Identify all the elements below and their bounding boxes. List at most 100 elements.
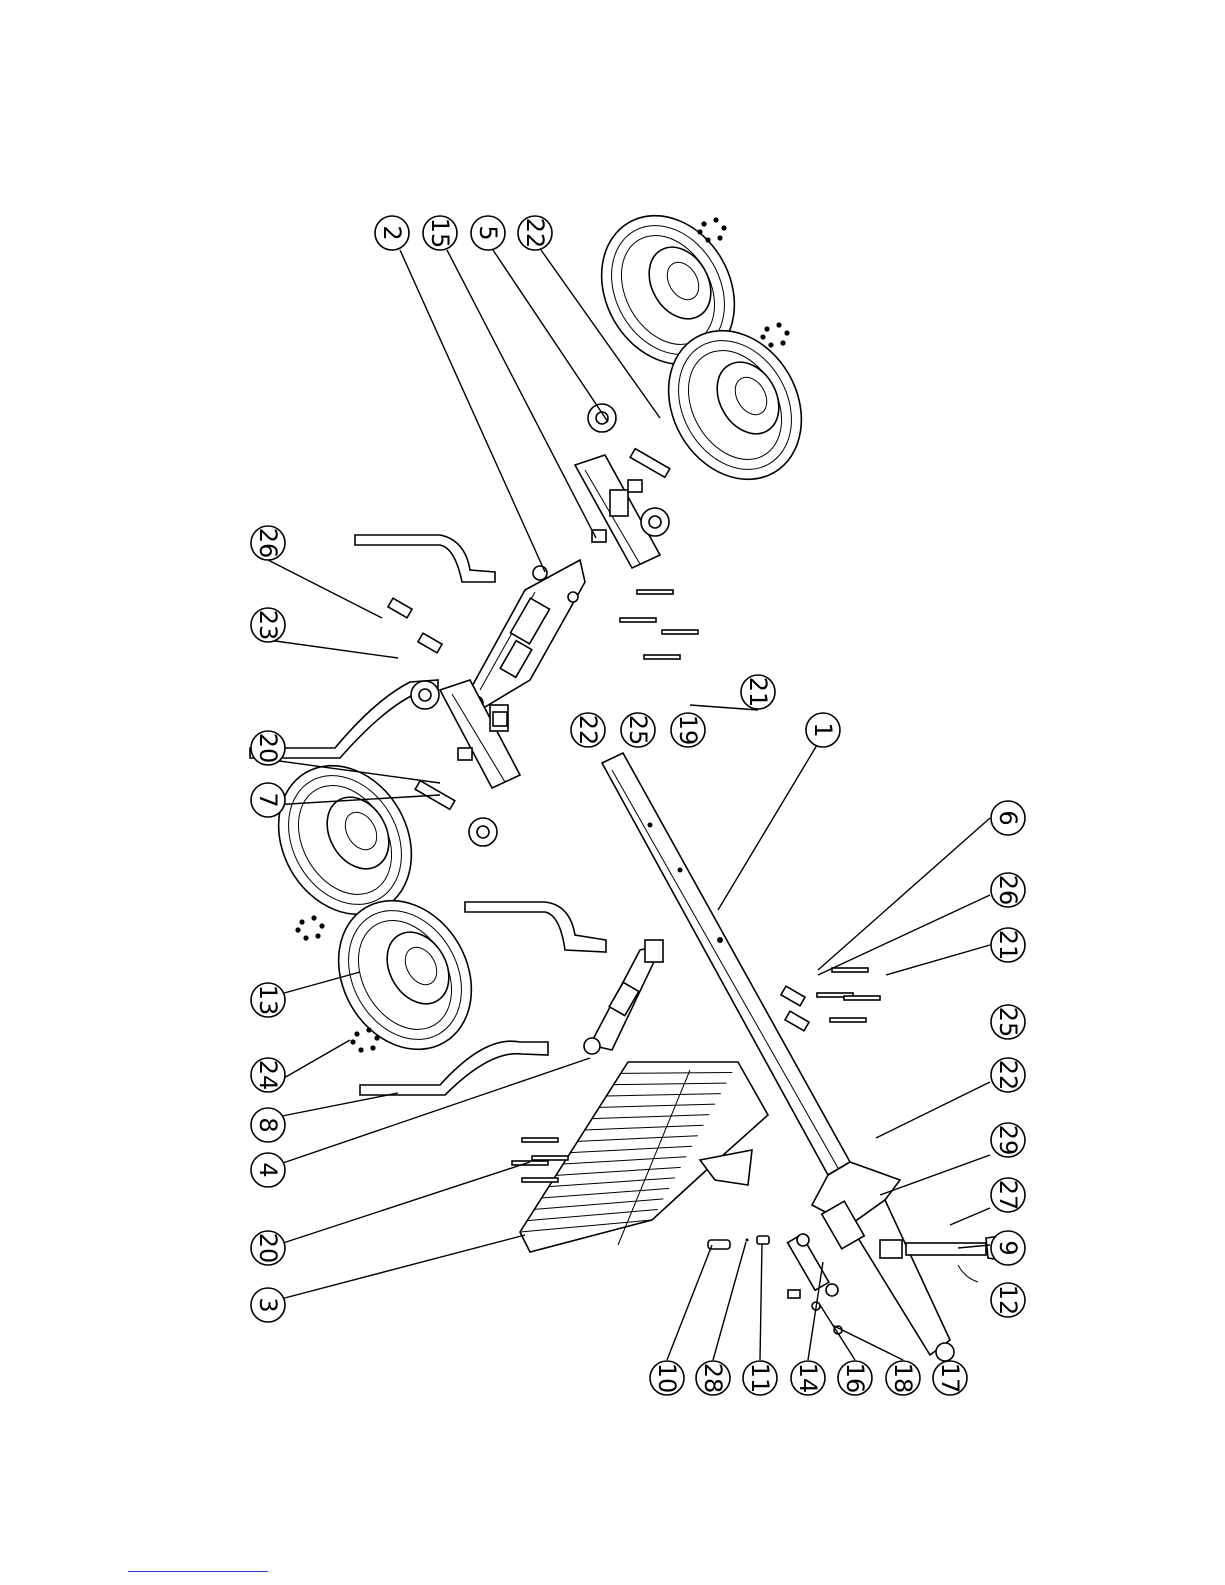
wheel-nut [311, 915, 316, 920]
balloon-9: 9 [991, 1231, 1025, 1265]
bolt [844, 996, 880, 1000]
wheel-nut [303, 935, 308, 940]
balloon-label: 4 [254, 1162, 282, 1177]
balloon-label: 14 [794, 1363, 822, 1394]
balloon-5: 5 [471, 216, 505, 250]
handle-pin-part [708, 1236, 769, 1249]
balloon-13: 13 [251, 983, 285, 1017]
balloon-20a: 20 [251, 731, 285, 765]
balloon-label: 11 [746, 1363, 774, 1394]
wheel-nut [370, 1045, 375, 1050]
balloon-29: 29 [991, 1123, 1025, 1157]
balloon-label: 25 [994, 1007, 1022, 1038]
balloon-label: 7 [254, 792, 282, 807]
balloon-label: 1 [809, 722, 837, 737]
wheel-nut [358, 1047, 363, 1052]
wheel-nut [295, 927, 300, 932]
bolt [620, 618, 656, 622]
balloon-26b: 26 [991, 873, 1025, 907]
balloon-label: 20 [254, 733, 282, 764]
balloon-4: 4 [251, 1153, 285, 1187]
balloon-7: 7 [251, 783, 285, 817]
axle-part-front [411, 680, 520, 846]
balloon-label: 6 [994, 810, 1022, 825]
balloon-label: 24 [254, 1060, 282, 1091]
balloon-label: 26 [254, 528, 282, 559]
balloon-16: 16 [838, 1361, 872, 1395]
wheel-nut [366, 1027, 371, 1032]
balloon-18: 18 [886, 1361, 920, 1395]
balloon-label: 20 [254, 1233, 282, 1264]
balloon-22a: 22 [518, 216, 552, 250]
wheel-nut [760, 334, 765, 339]
balloon-label: 2 [378, 225, 406, 240]
drawbar-part [602, 753, 954, 1361]
wheel-nut [717, 235, 722, 240]
bolt [532, 1156, 568, 1160]
wheel-nut [374, 1035, 379, 1040]
wheel-nut [721, 225, 726, 230]
balloon-label: 25 [624, 715, 652, 746]
balloon-27: 27 [991, 1178, 1025, 1212]
balloon-25a: 25 [621, 713, 655, 747]
footer-link-underline[interactable] [128, 1571, 268, 1572]
bolt [637, 590, 673, 594]
balloon-3: 3 [251, 1288, 285, 1322]
balloon-11: 11 [743, 1361, 777, 1395]
balloon-10: 10 [650, 1361, 684, 1395]
wheel-nut [319, 923, 324, 928]
balloon-label: 23 [254, 610, 282, 641]
balloon-25b: 25 [991, 1005, 1025, 1039]
wheel-nut [354, 1031, 359, 1036]
balloon-label: 5 [474, 225, 502, 240]
bolt [830, 1018, 866, 1022]
balloon-label: 18 [889, 1363, 917, 1394]
balloon-label: 21 [744, 677, 772, 708]
balloon-15: 15 [423, 216, 457, 250]
balloon-label: 8 [254, 1117, 282, 1132]
wheel-nut [701, 221, 706, 226]
balloon-8: 8 [251, 1108, 285, 1142]
balloon-label: 13 [254, 985, 282, 1016]
balloon-label: 22 [994, 1060, 1022, 1091]
balloon-20b: 20 [251, 1231, 285, 1265]
bolt [522, 1138, 558, 1142]
wheel-nut [315, 933, 320, 938]
balloon-label: 27 [994, 1180, 1022, 1211]
balloon-19: 19 [671, 713, 705, 747]
wheel-nut [697, 229, 702, 234]
balloon-24: 24 [251, 1058, 285, 1092]
balloon-label: 26 [994, 875, 1022, 906]
wheel-nut [780, 340, 785, 345]
wheel-nut [784, 330, 789, 335]
balloon-22c: 22 [991, 1058, 1025, 1092]
balloon-17: 17 [933, 1361, 967, 1395]
bolt [522, 1178, 558, 1182]
balloon-21a: 21 [741, 675, 775, 709]
wheel-nut [768, 342, 773, 347]
wheel-nut [705, 237, 710, 242]
balloon-label: 22 [521, 218, 549, 249]
wheel-nut [350, 1039, 355, 1044]
balloon-label: 10 [653, 1363, 681, 1394]
bolt [644, 655, 680, 659]
balloon-label: 15 [426, 218, 454, 249]
bolt [832, 968, 868, 972]
hitch-bracket-part [584, 940, 663, 1054]
balloon-2: 2 [375, 216, 409, 250]
balloon-label: 28 [699, 1363, 727, 1394]
wheel-nut [299, 919, 304, 924]
balloon-1: 1 [806, 713, 840, 747]
balloon-23: 23 [251, 608, 285, 642]
balloon-12: 12 [991, 1283, 1025, 1317]
wheel-nut [713, 217, 718, 222]
balloon-label: 29 [994, 1125, 1022, 1156]
balloon-label: 16 [841, 1363, 869, 1394]
balloon-label: 9 [994, 1240, 1022, 1255]
balloon-6: 6 [991, 801, 1025, 835]
balloon-label: 22 [574, 715, 602, 746]
balloon-28: 28 [696, 1361, 730, 1395]
wheel-nut [776, 322, 781, 327]
balloon-21b: 21 [991, 928, 1025, 962]
